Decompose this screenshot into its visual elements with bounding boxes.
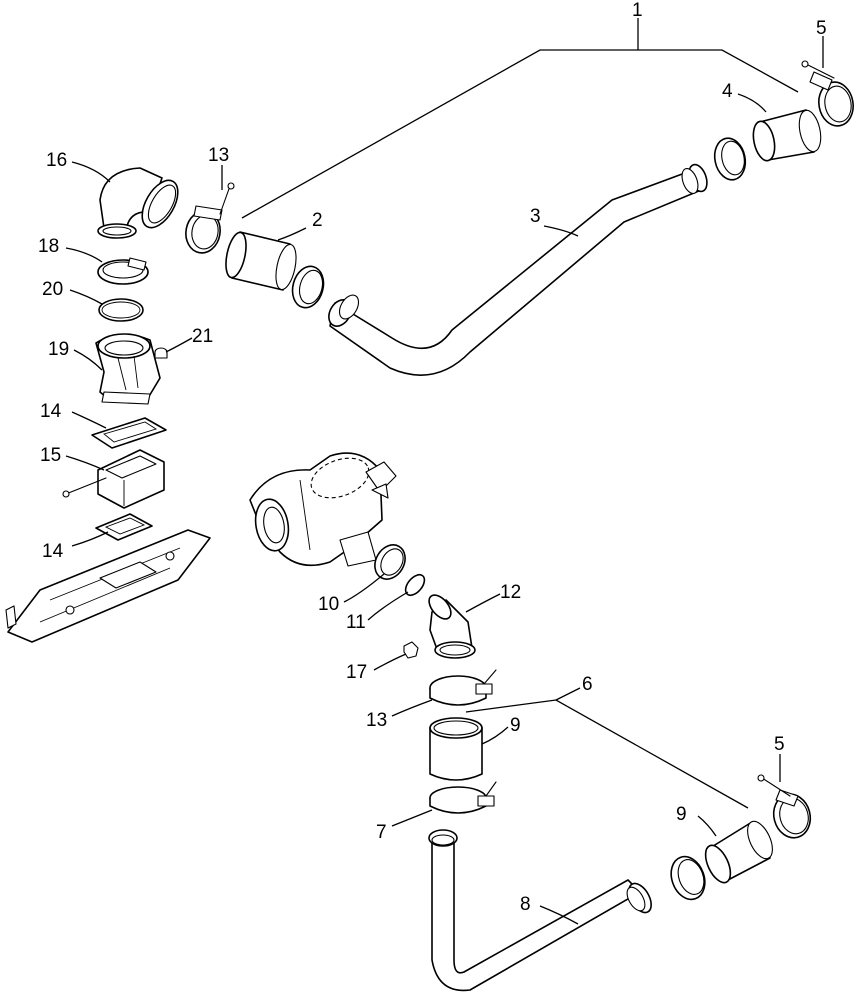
callout-10: 10 bbox=[318, 594, 339, 615]
part-18-vband-clamp bbox=[97, 257, 149, 285]
callout-5-lower: 5 bbox=[774, 734, 785, 755]
callout-15: 15 bbox=[40, 445, 61, 466]
callout-21: 21 bbox=[192, 326, 213, 347]
upper-assembly-bracket bbox=[241, 18, 799, 219]
part-17-plug bbox=[403, 641, 419, 659]
lower-assembly-bracket bbox=[465, 687, 749, 809]
part-12-elbow-adapter bbox=[428, 594, 476, 659]
part-21-plug bbox=[154, 347, 168, 359]
callout-9-right: 9 bbox=[676, 804, 687, 825]
part-10-clamp bbox=[374, 544, 406, 580]
callout-9-middle: 9 bbox=[510, 715, 521, 736]
callout-13-lower: 13 bbox=[366, 710, 387, 731]
part-5-clamp-lower bbox=[757, 774, 812, 839]
part-2-ring bbox=[291, 265, 325, 309]
part-5-clamp-upper bbox=[801, 60, 854, 127]
callout-3: 3 bbox=[530, 206, 541, 227]
callout-14-upper: 14 bbox=[40, 401, 62, 422]
callout-11: 11 bbox=[346, 612, 366, 633]
part-19-adapter-housing bbox=[95, 333, 161, 405]
part-2-hose-sleeve bbox=[225, 231, 297, 291]
part-13-clamp-lower bbox=[429, 669, 497, 706]
callout-19: 19 bbox=[48, 339, 69, 360]
callout-labels: 1 5 4 3 2 13 16 18 20 19 21 14 15 14 10 … bbox=[38, 0, 827, 915]
callout-14-lower: 14 bbox=[42, 541, 64, 562]
part-11-gasket bbox=[404, 573, 426, 597]
part-4-ring bbox=[713, 137, 747, 181]
part-14-gasket-lower bbox=[95, 513, 153, 541]
callout-18: 18 bbox=[38, 236, 59, 257]
part-9-hose-middle bbox=[429, 717, 483, 781]
callout-13-upper: 13 bbox=[208, 145, 229, 166]
callout-6: 6 bbox=[582, 674, 593, 695]
part-9-hose-right bbox=[704, 820, 773, 884]
leader-lines bbox=[65, 36, 824, 925]
part-9-ring bbox=[670, 855, 706, 901]
callout-12: 12 bbox=[500, 582, 521, 603]
turbocharger bbox=[249, 452, 397, 567]
callout-1: 1 bbox=[632, 0, 643, 21]
part-20-o-ring bbox=[98, 298, 144, 322]
part-16-elbow bbox=[97, 167, 179, 239]
part-8-lower-tube bbox=[428, 829, 652, 992]
part-3-upper-tube bbox=[328, 163, 708, 376]
callout-8: 8 bbox=[520, 894, 531, 915]
exhaust-manifold-plate bbox=[5, 529, 211, 643]
part-15-valve-body bbox=[62, 449, 165, 509]
part-13-clamp-upper bbox=[185, 182, 235, 254]
callout-5-upper: 5 bbox=[816, 18, 827, 39]
part-4-hose-sleeve bbox=[752, 109, 822, 162]
callout-17: 17 bbox=[346, 662, 367, 683]
callout-16: 16 bbox=[46, 150, 67, 171]
part-14-gasket-upper bbox=[91, 417, 167, 449]
callout-20: 20 bbox=[42, 279, 63, 300]
callout-7: 7 bbox=[376, 822, 387, 843]
callout-4: 4 bbox=[722, 81, 733, 102]
part-7-clamp bbox=[429, 781, 497, 814]
callout-2: 2 bbox=[312, 210, 323, 231]
